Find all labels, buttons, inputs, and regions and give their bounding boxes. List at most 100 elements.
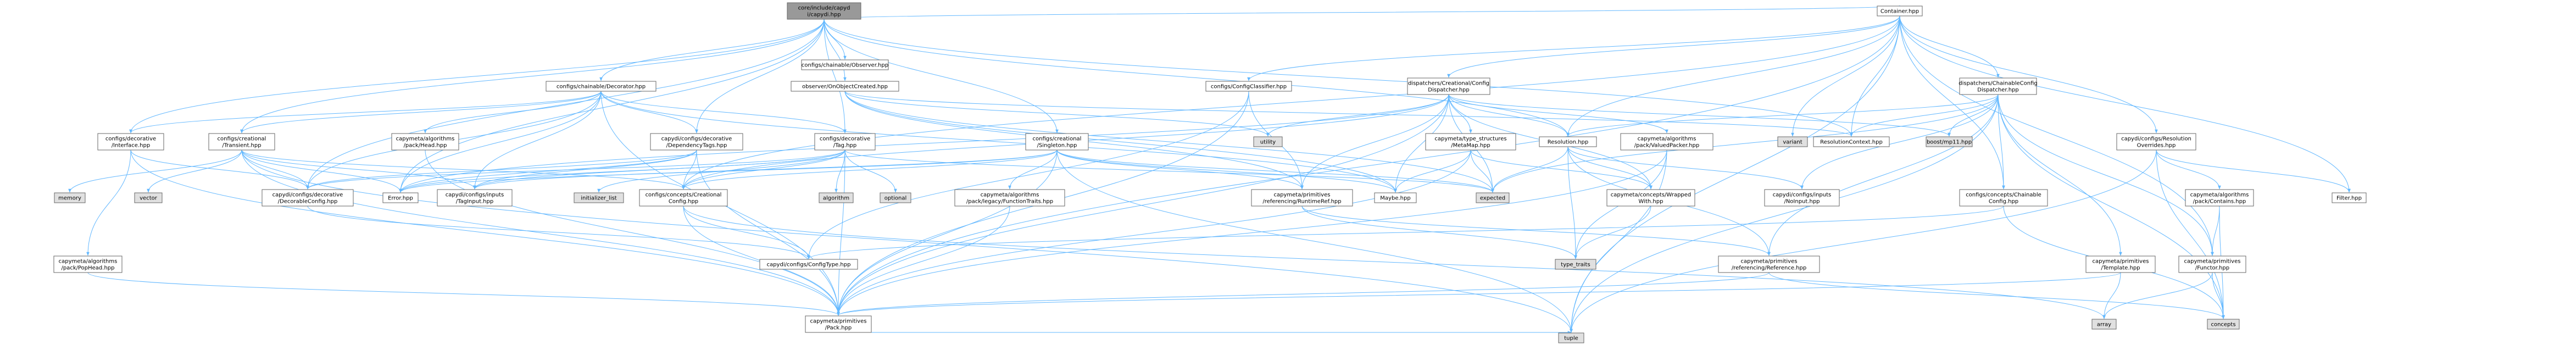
node-label: configs/decorative — [105, 136, 156, 142]
node-label: optional — [884, 196, 907, 202]
node-config-type[interactable]: capydi/configs/ConfigType.hpp — [759, 259, 858, 270]
node-label: Container.hpp — [1880, 9, 1919, 15]
edge-container-to-concepts_creat — [682, 15, 1900, 190]
node-reference[interactable]: capymeta/primitives/referencing/Referenc… — [1718, 255, 1820, 273]
node-root[interactable]: core/include/capydi/capydi.hpp — [787, 2, 861, 20]
node-pack[interactable]: capymeta/primitives/Pack.hpp — [805, 315, 872, 333]
edge-valued_packer-to-pack — [837, 149, 1667, 316]
edge-chain_disp-to-boost — [1948, 94, 1999, 137]
node-error[interactable]: Error.hpp — [382, 192, 419, 203]
node-box — [1606, 189, 1695, 207]
dependency-edges — [68, 5, 2351, 334]
edge-runtime_ref-to-type_traits — [1301, 205, 1577, 259]
node-label: configs/concepts/Chainable — [1966, 192, 2041, 198]
node-dep-tags[interactable]: capydi/configs/decorative/DependencyTags… — [650, 133, 743, 151]
node-filter[interactable]: Filter.hpp — [2332, 192, 2367, 203]
edge-resolution-to-expected — [1491, 146, 1568, 193]
node-box — [1718, 255, 1820, 273]
node-singleton[interactable]: configs/creational/Singleton.hpp — [1025, 133, 1089, 151]
node-decorator[interactable]: configs/chainable/Decorator.hpp — [546, 81, 656, 92]
edge-chain_disp-to-functor — [1998, 94, 2214, 256]
node-template[interactable]: capymeta/primitives/Template.hpp — [2085, 255, 2156, 273]
edge-chain_disp-to-chain_concept — [1998, 94, 2005, 190]
node-tag-input[interactable]: capydi/configs/inputs/TagInput.hpp — [437, 189, 513, 207]
node-label: configs/creational — [218, 136, 266, 142]
edge-decorator-to-pack_head — [424, 91, 602, 134]
node-expected: expected — [1476, 192, 1510, 203]
edge-root-to-container — [824, 5, 1901, 20]
node-creat-disp[interactable]: dispatchers/Creational/ConfigDispatcher.… — [1407, 77, 1490, 95]
edge-singleton-to-func_traits — [1008, 149, 1058, 190]
node-onobj[interactable]: observer/OnObjectCreated.hpp — [791, 81, 899, 92]
edge-container-to-creat_disp — [1447, 15, 1900, 78]
node-box — [814, 133, 876, 151]
node-pack-head[interactable]: capymeta/algorithms/pack/Head.hpp — [391, 133, 459, 151]
node-box — [1025, 133, 1089, 151]
node-tag[interactable]: configs/decorative/Tag.hpp — [814, 133, 876, 151]
node-runtime-ref[interactable]: capymeta/primitives/referencing/RuntimeR… — [1251, 189, 1353, 207]
edge-onobj-to-expected — [844, 91, 1494, 193]
node-box — [801, 59, 889, 70]
edge-transient-to-tag_input — [241, 149, 476, 190]
node-container[interactable]: Container.hpp — [1877, 5, 1923, 16]
node-valued-packer[interactable]: capymeta/algorithms/pack/ValuedPacker.hp… — [1620, 133, 1713, 151]
edge-singleton-to-concepts_creat — [682, 149, 1058, 190]
node-label: capymeta/primitives — [810, 319, 867, 325]
node-label: expected — [1480, 196, 1505, 202]
node-contains[interactable]: capymeta/algorithms/pack/Contains.hpp — [2185, 189, 2254, 207]
node-box — [2116, 133, 2196, 151]
edge-tag-to-error — [399, 149, 845, 193]
node-label: vector — [140, 196, 158, 202]
node-label: capymeta/primitives — [1741, 259, 1798, 265]
edge-root-to-resolution — [824, 19, 1570, 137]
node-box — [1425, 133, 1516, 151]
edge-contains-to-functor — [2211, 205, 2220, 256]
node-pop-head[interactable]: capymeta/algorithms/pack/PopHead.hpp — [53, 255, 123, 273]
node-label: /Functor.hpp — [2195, 265, 2229, 271]
node-label: capydi/configs/inputs — [446, 192, 504, 198]
node-algorithm: algorithm — [819, 192, 854, 203]
node-resolution[interactable]: Resolution.hpp — [1539, 136, 1597, 147]
edge-res_overrides-to-contains — [2156, 149, 2221, 190]
edge-resolution-to-wrapped — [1567, 146, 1653, 190]
node-box — [2085, 255, 2156, 273]
node-maybe[interactable]: Maybe.hpp — [1374, 192, 1417, 203]
node-label: configs/creational — [1033, 136, 1082, 142]
node-chain-concept[interactable]: configs/concepts/ChainableConfig.hpp — [1959, 189, 2048, 207]
node-functor[interactable]: capymeta/primitives/Functor.hpp — [2178, 255, 2246, 273]
node-label: /Transient.hpp — [222, 143, 261, 149]
node-metamap[interactable]: capymeta/type_structures/MetaMap.hpp — [1425, 133, 1516, 151]
node-transient[interactable]: configs/creational/Transient.hpp — [208, 133, 275, 151]
node-label: capymeta/primitives — [1274, 192, 1331, 198]
node-label: /Pack.hpp — [825, 325, 852, 331]
edge-decorator-to-tag_input — [473, 91, 602, 190]
edge-onobj-to-maybe — [844, 91, 1397, 193]
edge-root-to-res_context — [824, 19, 1853, 137]
node-label: /MetaMap.hpp — [1451, 143, 1490, 149]
edge-dep_tags-to-pack — [696, 149, 840, 316]
edge-creat_disp-to-utility — [1266, 94, 1449, 137]
node-interface[interactable]: configs/decorative/Interface.hpp — [97, 133, 164, 151]
node-func-traits[interactable]: capymeta/algorithms/pack/legacy/Function… — [954, 189, 1065, 207]
edge-reference-to-concepts — [1768, 272, 2225, 319]
node-label: initializer_list — [581, 196, 617, 202]
node-observer-hpp[interactable]: configs/chainable/Observer.hpp — [801, 59, 889, 70]
edge-singleton-to-maybe — [1056, 149, 1397, 193]
node-noinput[interactable]: capydi/configs/inputs/NoInput.hpp — [1764, 189, 1840, 207]
node-label: capymeta/primitives — [2093, 259, 2149, 265]
node-label: /Template.hpp — [2101, 265, 2140, 271]
node-decorable[interactable]: capydi/configs/decorative/DecorableConfi… — [262, 189, 354, 207]
edge-classifier-to-config_type — [807, 91, 1249, 259]
node-res-context[interactable]: ResolutionContext.hpp — [1813, 136, 1890, 147]
edge-decorator-to-maybe — [600, 91, 1397, 193]
node-label: /referencing/Reference.hpp — [1732, 265, 1806, 271]
edge-container-to-chain_disp — [1899, 15, 2000, 78]
node-chain-disp[interactable]: dispatchers/ChainableConfigDispatcher.hp… — [1959, 77, 2038, 95]
node-box — [791, 81, 899, 92]
node-classifier[interactable]: configs/ConfigClassifier.hpp — [1205, 81, 1292, 92]
edge-singleton-to-pack — [837, 149, 1058, 316]
edge-creat_disp-to-resolution — [1448, 94, 1570, 137]
